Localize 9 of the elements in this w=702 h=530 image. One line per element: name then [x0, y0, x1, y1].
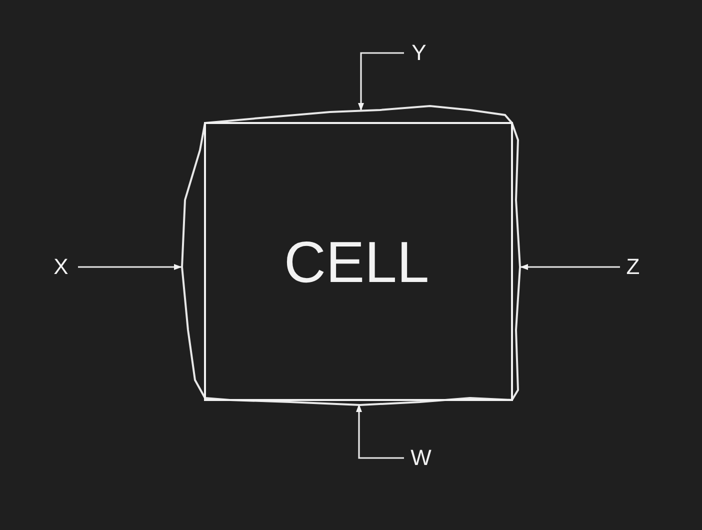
arrow: [358, 52, 404, 111]
variable-label: Z: [622, 254, 644, 280]
cell-title: CELL: [284, 231, 430, 295]
arrow: [520, 264, 620, 270]
variable-label: Y: [408, 40, 430, 66]
variable-label: X: [50, 254, 72, 280]
arrow: [78, 264, 182, 270]
arrow: [356, 404, 404, 459]
variable-label: W: [408, 445, 434, 471]
